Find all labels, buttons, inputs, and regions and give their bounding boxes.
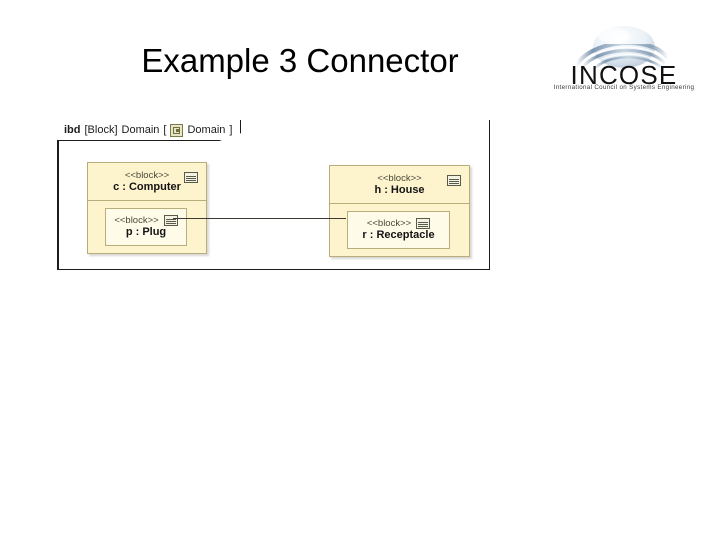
connector-plug-receptacle[interactable]: [173, 218, 346, 220]
block-house[interactable]: <<block>> h : House <<block>> r : Recept…: [329, 165, 470, 257]
part-plug-stereotype: <<block>>: [114, 215, 159, 226]
frame-diagram-name: Domain: [121, 124, 160, 136]
logo-wordmark: INCOSE: [570, 60, 678, 90]
frame-bracket-open: [: [163, 124, 167, 136]
ibd-frame: ibd [Block] Domain [ Domain ] <<block>> …: [57, 120, 490, 270]
block-icon: [447, 175, 461, 186]
frame-border-bottom: [57, 268, 490, 270]
part-plug-name: p : Plug: [125, 226, 167, 238]
block-house-name: h : House: [374, 183, 425, 196]
frame-border-right: [488, 120, 490, 270]
block-computer-name: c : Computer: [113, 180, 181, 193]
block-icon: [163, 215, 178, 226]
frame-qualified-name: Domain: [187, 124, 226, 136]
frame-border-left: [57, 128, 59, 270]
part-plug-stereotype-row: <<block>>: [114, 215, 178, 226]
block-icon: [416, 218, 431, 229]
part-receptacle-stereotype: <<block>>: [366, 218, 412, 229]
block-icon: [184, 172, 198, 183]
frame-header-label: ibd [Block] Domain [ Domain ]: [57, 120, 242, 141]
part-receptacle-stereotype-row: <<block>>: [366, 218, 431, 229]
globe-swoosh-icon: [574, 26, 670, 68]
block-house-header: <<block>> h : House: [330, 166, 469, 204]
part-block-receptacle[interactable]: <<block>> r : Receptacle: [347, 211, 450, 249]
part-receptacle-name: r : Receptacle: [362, 229, 435, 241]
block-computer-stereotype: <<block>>: [124, 169, 170, 181]
block-computer[interactable]: <<block>> c : Computer <<block>> p : Plu…: [87, 162, 207, 254]
page-title: Example 3 Connector: [141, 42, 459, 79]
block-house-stereotype: <<block>>: [377, 172, 422, 184]
frame-keyword: ibd: [64, 124, 81, 136]
frame-block-kind: [Block]: [84, 124, 118, 136]
incose-logo: INCOSE International Council on Systems …: [548, 24, 700, 96]
frame-bracket-close: ]: [229, 124, 233, 136]
domain-block-icon: [170, 123, 184, 137]
logo-tagline: International Council on Systems Enginee…: [553, 84, 695, 91]
part-block-plug[interactable]: <<block>> p : Plug: [105, 208, 187, 246]
block-computer-header: <<block>> c : Computer: [88, 163, 206, 201]
